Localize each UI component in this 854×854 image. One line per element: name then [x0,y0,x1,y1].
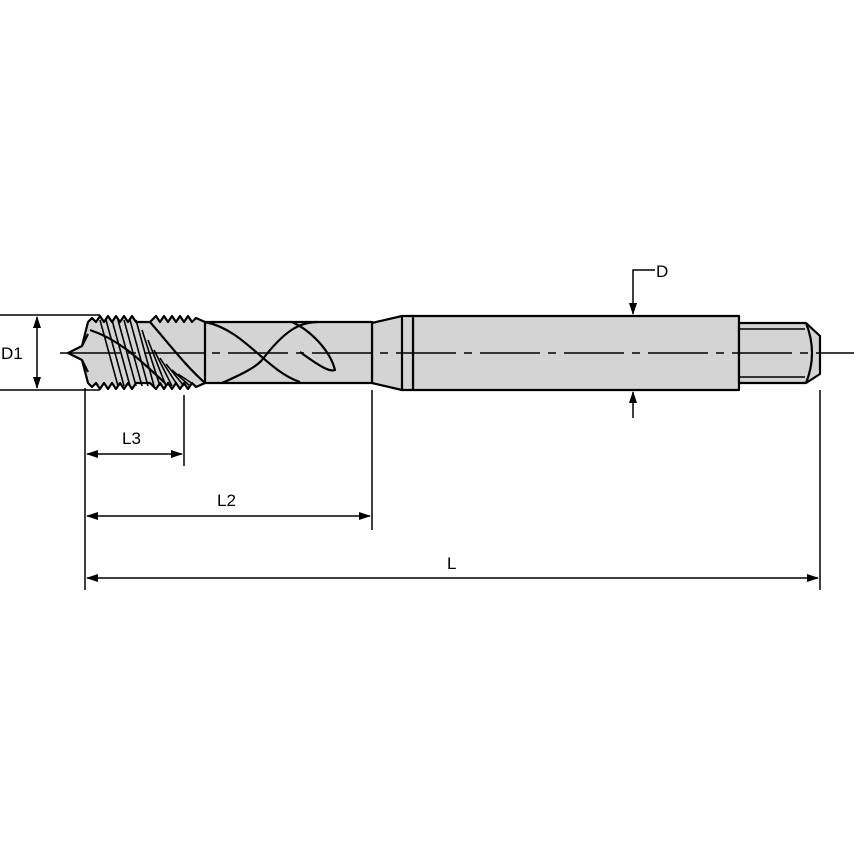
dimension-label-d1: D1 [1,344,23,363]
dimension-label-d: D [656,262,668,281]
dimension-label-l3: L3 [122,429,141,448]
dimension-lines [0,269,821,590]
dimension-label-l2: L2 [217,491,236,510]
dimension-label-l: L [447,554,456,573]
